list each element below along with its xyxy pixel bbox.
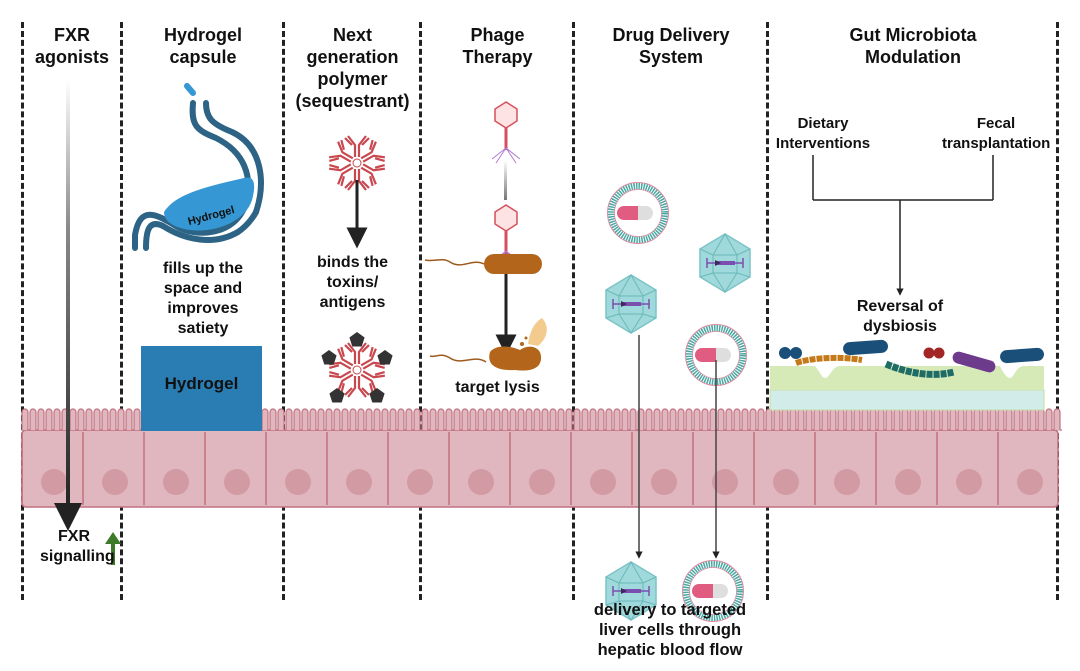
- antibody-arm: [344, 342, 370, 364]
- toxin-icon: [377, 350, 393, 365]
- cell-nucleus: [468, 469, 494, 495]
- phage-result-label: target lysis: [455, 379, 540, 396]
- fxr-result-label: FXR signalling: [40, 528, 115, 565]
- cell-nucleus: [407, 469, 433, 495]
- antibody-arm: [360, 163, 386, 187]
- cell-nucleus: [773, 469, 799, 495]
- toxin-icon: [369, 388, 385, 403]
- cell-nucleus: [712, 469, 738, 495]
- antibody-arm: [328, 346, 354, 370]
- cell-nucleus: [529, 469, 555, 495]
- mucus-layer: [769, 366, 1045, 411]
- dysbiosis-reversal-label: Reversal of dysbiosis: [856, 298, 944, 335]
- antibody-arm: [360, 139, 386, 163]
- antibody-arm: [360, 370, 386, 394]
- cell-nucleus: [102, 469, 128, 495]
- cell-nucleus: [1017, 469, 1043, 495]
- antibody-arm: [344, 169, 370, 191]
- bacteriophage-attached-icon: [491, 204, 521, 265]
- toxin-icon: [349, 332, 365, 347]
- column-divider: [419, 22, 422, 600]
- cell-nucleus: [651, 469, 677, 495]
- cell-nucleus: [834, 469, 860, 495]
- epithelial-cells: [21, 432, 1043, 505]
- antibody-arm: [328, 370, 354, 394]
- column-divider: [21, 22, 24, 600]
- antibody-arm: [344, 135, 370, 157]
- column-title-microbiota: Gut Microbiota Modulation: [849, 25, 977, 67]
- column-title-phage: Phage Therapy: [462, 25, 533, 67]
- bacteriophage-icon: [491, 101, 521, 164]
- hydrogel-block-label: Hydrogel: [164, 374, 239, 393]
- cell-nucleus: [895, 469, 921, 495]
- column-divider: [572, 22, 575, 600]
- antibody-arm: [328, 139, 354, 163]
- dietary-interventions-label: Dietary Interventions: [775, 115, 871, 152]
- column-divider: [282, 22, 285, 600]
- bacterium-icon: [424, 254, 542, 274]
- cell-nucleus: [163, 469, 189, 495]
- fxr-upregulation-arrow: [105, 532, 121, 565]
- hydrogel-block: Hydrogel: [141, 346, 262, 431]
- column-title-hydrogel: Hydrogel capsule: [163, 25, 242, 67]
- cell-nucleus: [956, 469, 982, 495]
- fecal-transplantation-label: Fecal transplantation: [942, 115, 1051, 152]
- intestinal-epithelium: [21, 408, 1062, 508]
- viral-vector-icon: [699, 233, 751, 293]
- polymer-sequestrant-icon: [328, 135, 386, 191]
- lysed-bacterium-icon: [429, 318, 547, 371]
- polymer-bound-toxins-icon: [321, 332, 393, 403]
- antibody-arm: [360, 346, 386, 370]
- column-divider: [120, 22, 123, 600]
- cell-nucleus: [346, 469, 372, 495]
- cell-nucleus: [285, 469, 311, 495]
- column-divider: [1056, 22, 1059, 600]
- cell-nucleus: [224, 469, 250, 495]
- column-divider: [766, 22, 769, 600]
- polymer-description: binds the toxins/ antigens: [316, 254, 389, 311]
- hydrogel-description: fills up the space and improves satiety: [163, 260, 243, 337]
- toxin-icon: [329, 388, 345, 403]
- cell-nucleus: [590, 469, 616, 495]
- toxin-icon: [321, 350, 337, 365]
- antibody-arm: [328, 163, 354, 187]
- drug-delivery-result-label: delivery to targeted liver cells through…: [593, 601, 747, 659]
- stomach-icon: [132, 83, 264, 251]
- gut-bacteria-icons: [779, 339, 1044, 378]
- column-title-polymer: Next generation polymer (sequestrant): [295, 25, 410, 111]
- column-title-fxr: FXR agonists: [34, 25, 109, 67]
- fxr-agonist-arrow: [54, 80, 82, 531]
- column-title-drug-delivery: Drug Delivery System: [612, 25, 730, 67]
- microbiota-flow-lines: [812, 155, 994, 296]
- viral-vector-icon: [605, 274, 657, 334]
- phage-approach-line: [504, 160, 507, 200]
- antibody-arm: [344, 376, 370, 398]
- liposome-drug-carrier-icon: [608, 183, 669, 244]
- cell-nucleus: [41, 469, 67, 495]
